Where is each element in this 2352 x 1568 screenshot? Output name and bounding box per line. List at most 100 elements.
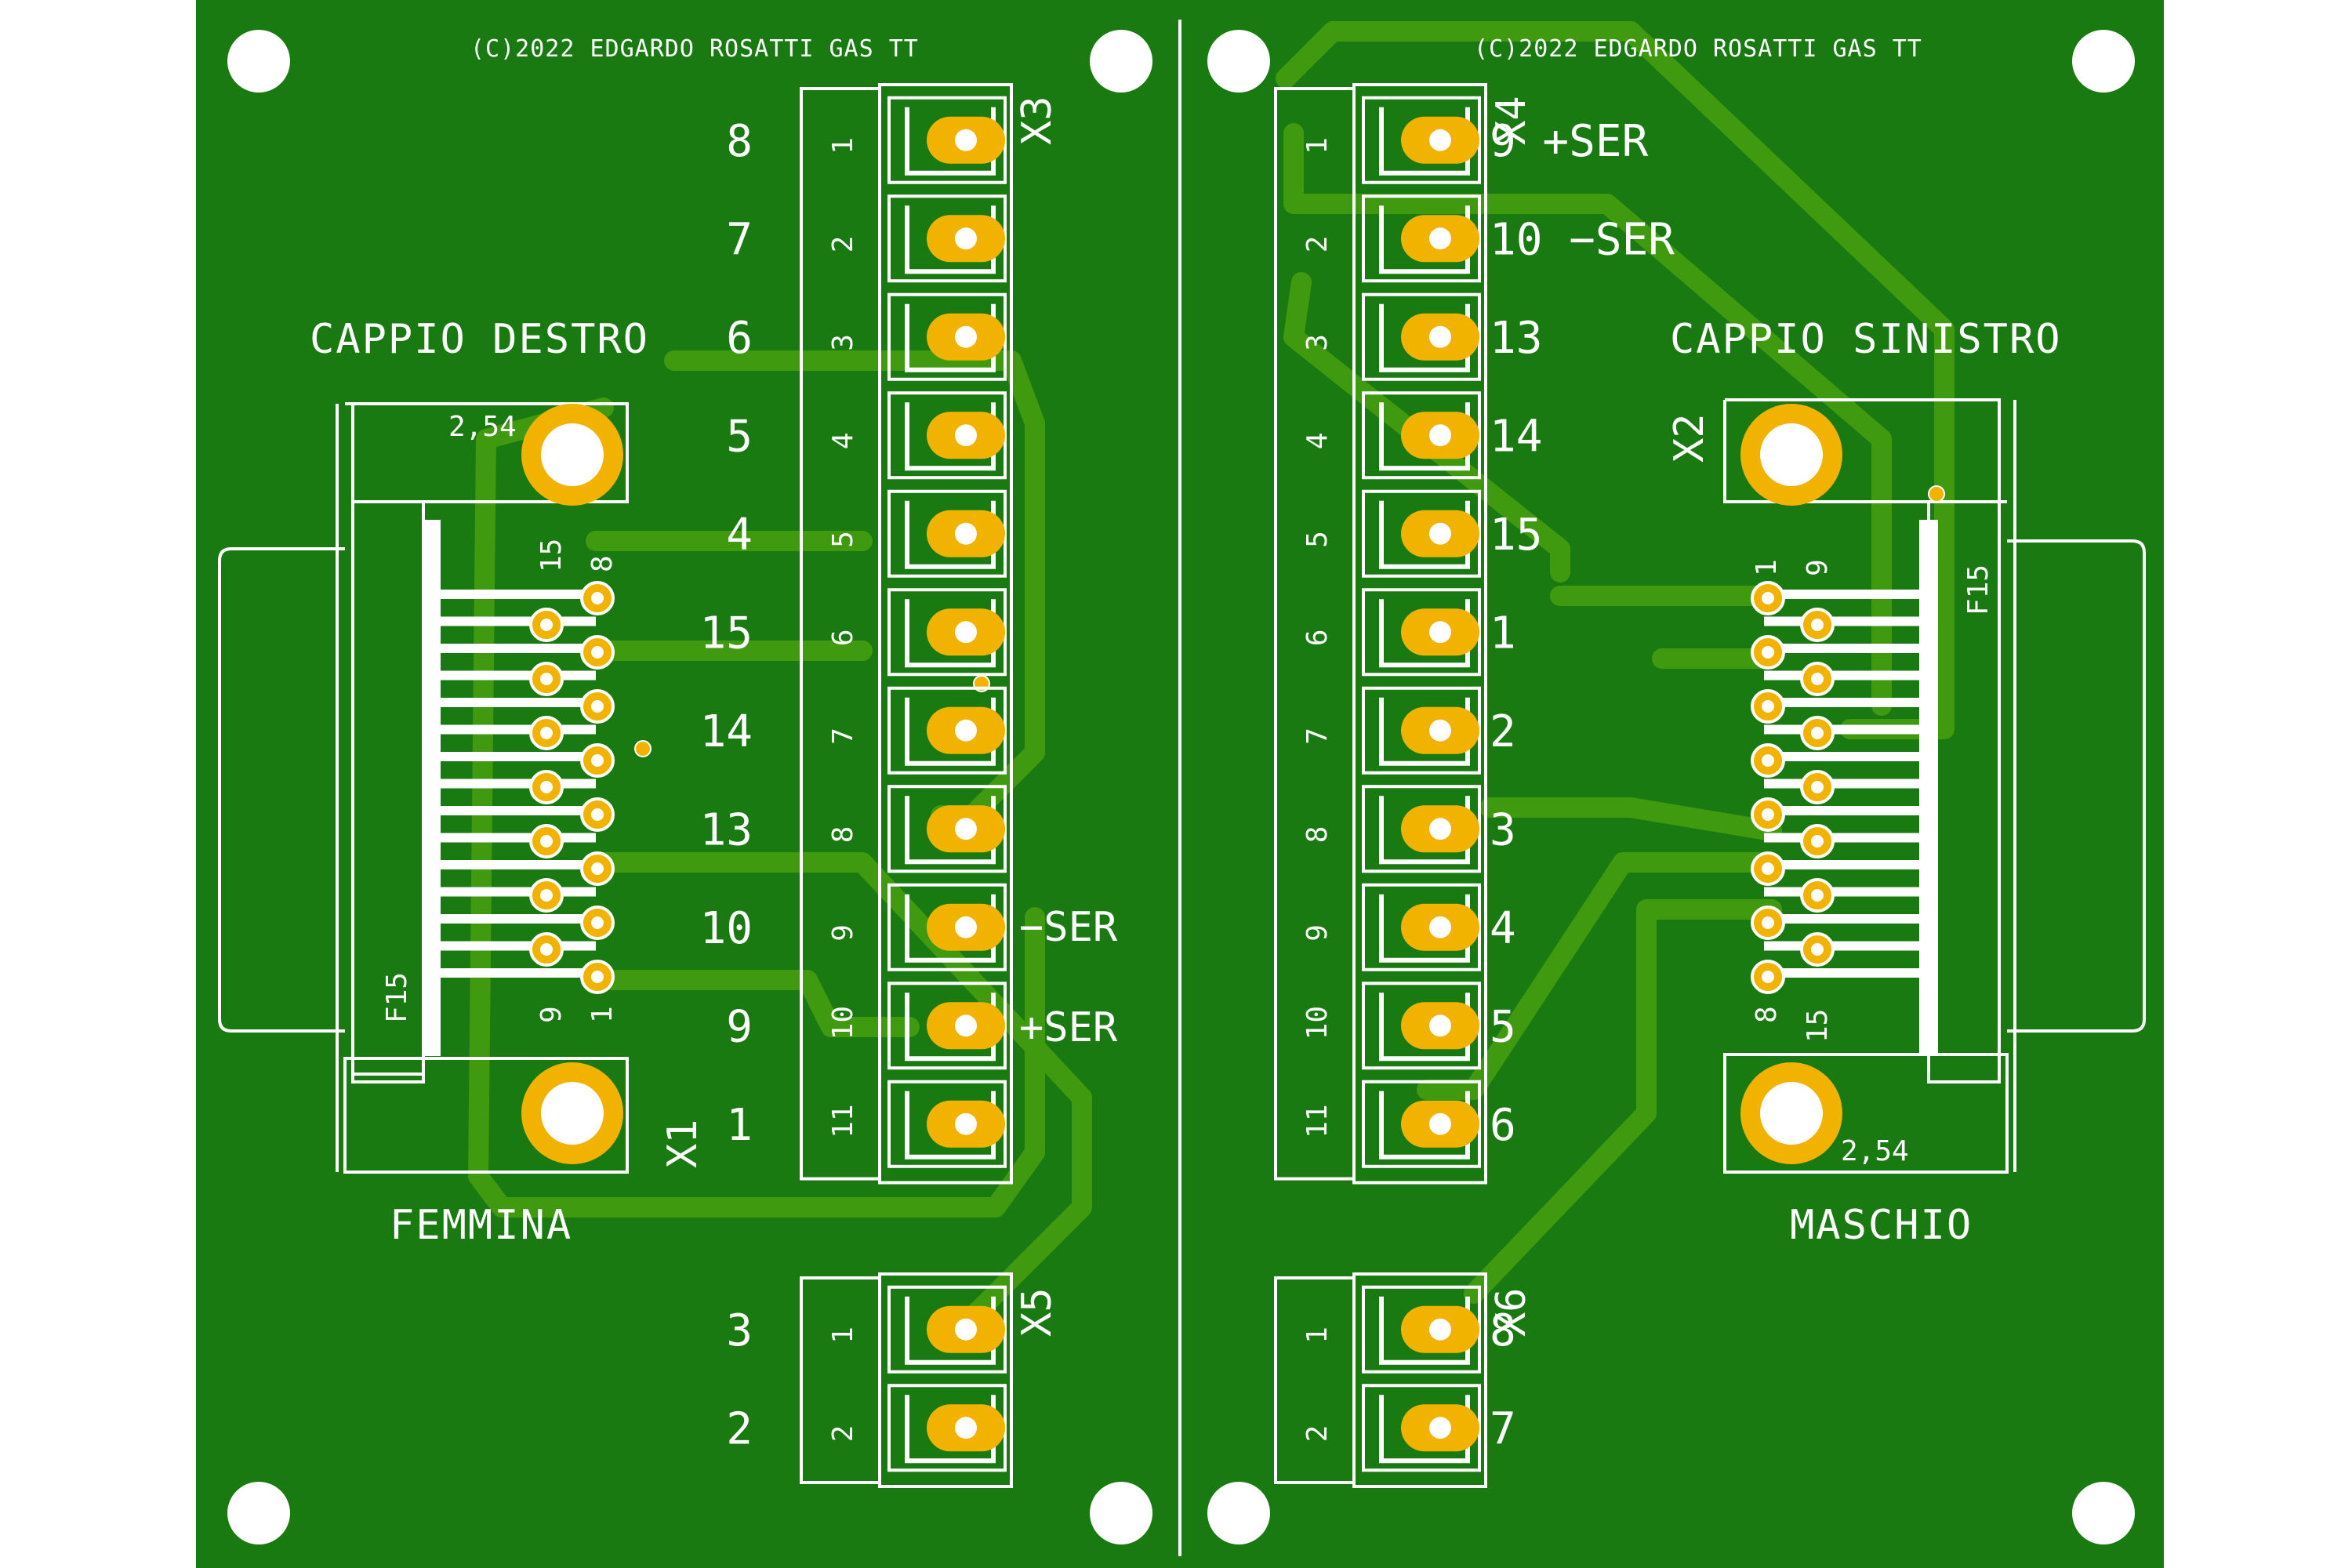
dsub-pin-hole [540,727,553,739]
x5-signal-label: 2 [726,1403,753,1454]
pin-finger [1764,752,1921,761]
dsub-pin-hole [540,835,553,848]
x2-pin-pads [1751,581,1835,994]
x6-body [1352,1272,1487,1488]
x3-drill-hole [955,916,977,938]
x4-drill-hole [1429,1112,1451,1135]
via-icon [634,740,652,757]
pin-finger [1764,644,1921,653]
pin-finger [439,698,596,707]
copyright-right: (C)2022 EDGARDO ROSATTI GAS TT [1474,35,1922,63]
x3-pin-number: 6 [827,630,859,647]
x2-ref: X2 [1666,413,1713,463]
dsub-pin-hole [591,971,604,983]
x4-drill-hole [1429,719,1451,742]
mounting-holes [227,30,2135,1544]
dsub-pin-hole [591,862,604,875]
x4-signal-label: 13 [1490,313,1542,364]
x4-signal-label: 15 [1490,510,1542,561]
dsub-pin-hole [1811,727,1824,739]
x2-mount-hole [1760,423,1823,486]
x4-drill-hole [1429,129,1451,151]
pin-finger [1764,941,1921,951]
x6-drill-hole [1429,1417,1451,1439]
x3-signal-label: 6 [726,313,753,364]
pin-finger [439,670,596,681]
x3-drill-hole [955,621,977,644]
x2-code: F15 [1962,564,1994,615]
x3-drill-hole [955,522,977,545]
dsub-pin-hole [1762,862,1774,875]
x4-signal-label: 14 [1490,411,1542,462]
x3-drill-hole [955,227,977,250]
x3-ref: X3 [1014,96,1061,145]
x4-signal-label: 9 +SER [1490,116,1649,167]
x4-drill-hole [1429,522,1451,545]
dsub-connector-x1 [218,402,629,1174]
x1-pin-fingers [439,590,596,978]
x4-drill-hole [1429,916,1451,938]
x3-drill-hole [955,325,977,348]
dsub-pin-hole [1762,592,1774,604]
pin-finger [439,941,596,951]
mounting-hole-icon [227,1482,290,1544]
x6-pin-number: 1 [1301,1327,1334,1344]
x4-signal-label: 6 [1490,1100,1516,1151]
pin-finger [1764,779,1921,789]
x5-ref: X5 [1014,1287,1061,1337]
x3-signal-label: 5 [726,411,753,462]
x3-body [878,83,1013,1185]
ser-plus-label: +SER [1019,1004,1118,1051]
x4-pin-number: 7 [1301,728,1334,745]
x4-drill-hole [1429,227,1451,250]
pin-finger [1764,670,1921,681]
pin-finger [439,914,596,924]
x3-signal-label: 15 [700,608,753,659]
x4-drill-hole [1429,424,1451,447]
pin-finger [1764,806,1921,815]
mounting-hole-icon [1090,1482,1152,1544]
x1-pin1-label: 1 [586,1006,619,1023]
pin-finger [1764,914,1921,924]
copyright-left: (C)2022 EDGARDO ROSATTI GAS TT [470,35,919,63]
x2-pitch-label: 2,54 [1841,1135,1909,1167]
dsub-pin-hole [1811,673,1824,685]
x3-drill-hole [955,719,977,742]
mounting-hole-icon [2072,1482,2135,1544]
x3-pin-number: 11 [827,1104,859,1138]
dsub-pin-hole [1762,808,1774,821]
right-title: CAPPIO SINISTRO [1670,316,2062,363]
x2-mount-hole [1760,1082,1823,1145]
x5-drill-hole [955,1417,977,1439]
x1-mount-hole [541,1082,604,1145]
x3-drill-hole [955,129,977,151]
pin-finger [439,644,596,653]
x1-pin9-label: 9 [535,1006,568,1023]
dsub-pin-hole [540,781,553,793]
right-subtitle: MASCHIO [1790,1202,1973,1249]
pin-finger [439,616,596,626]
x3-drill-hole [955,1112,977,1135]
mounting-hole-icon [2072,30,2135,93]
x4-signal-label: 3 [1490,804,1516,855]
x4-signal-label: 2 [1490,706,1516,757]
x4-pin-number: 6 [1301,630,1334,647]
pin-finger [439,779,596,789]
dsub-pin-hole [1762,700,1774,713]
pin-finger [1764,616,1921,626]
dsub-pin-hole [1811,943,1824,956]
x2-pin15-label: 15 [1802,1009,1834,1043]
x4-drill-hole [1429,325,1451,348]
x1-code: F15 [381,972,413,1023]
dsub-pin-hole [1762,916,1774,929]
pin-finger [1764,887,1921,897]
dsub-pin-hole [540,889,553,902]
x4-drill-hole [1429,621,1451,644]
pin-finger [439,724,596,735]
x4-pin-number: 5 [1301,531,1334,548]
x4-signal-label: 1 [1490,608,1516,659]
